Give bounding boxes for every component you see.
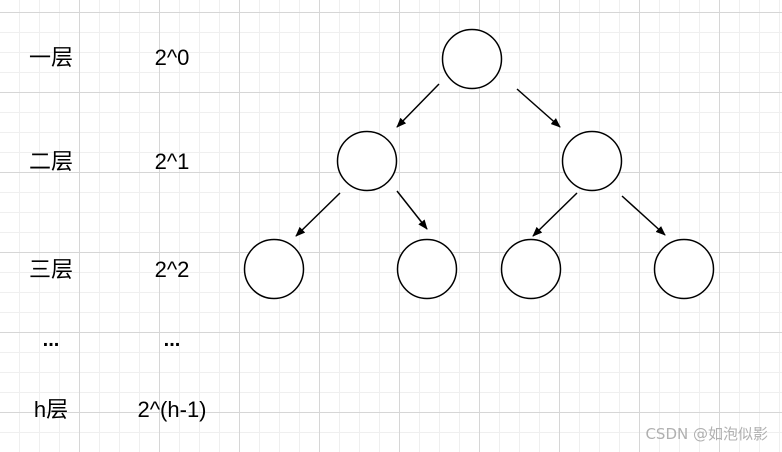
tree-node-level3-1 [243,238,305,300]
level-ellipsis-label: ... [42,329,60,351]
level-h-label: h层 [33,397,69,422]
tree-node-level3-2 [396,238,458,300]
level-h-count: 2^(h-1) [137,397,207,422]
edge-right-rightleaf [621,195,666,236]
tree-node-level3-3 [500,238,562,300]
edge-left-leftleaf [295,192,341,237]
level-2-label: 二层 [28,149,74,174]
level-3-count: 2^2 [154,257,190,282]
edge-root-right [516,88,561,128]
tree-node-level3-4 [653,238,715,300]
level-1-count: 2^0 [154,45,190,70]
level-1-label: 一层 [28,45,74,70]
watermark: CSDN @如泡似影 [645,425,768,443]
edge-left-rightleaf [396,190,428,230]
level-ellipsis-count: ... [163,329,181,351]
tree-node-root [441,28,503,90]
tree-node-level2-left [336,130,398,192]
edge-right-leftleaf [532,192,578,237]
edge-root-left [396,83,440,128]
level-3-label: 三层 [28,257,74,282]
tree-node-level2-right [561,130,623,192]
level-2-count: 2^1 [154,149,190,174]
